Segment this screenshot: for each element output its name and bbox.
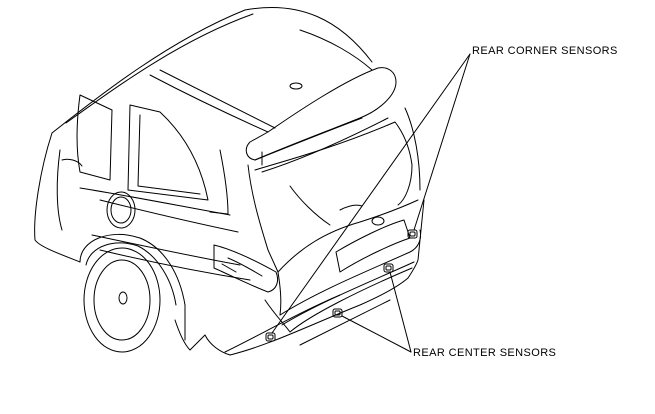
sensor-rear-corner-left xyxy=(265,332,276,342)
sensor-rear-center-right xyxy=(383,263,394,273)
tailgate xyxy=(247,107,421,316)
left-taillight xyxy=(213,244,279,293)
label-rear-corner-sensors: REAR CORNER SENSORS xyxy=(472,45,618,57)
leader-lines-center xyxy=(341,271,412,353)
rear-wheel xyxy=(79,234,206,353)
side-windows xyxy=(76,94,229,215)
leader-lines-corner xyxy=(271,53,471,334)
label-rear-center-sensors: REAR CENTER SENSORS xyxy=(413,347,557,359)
sensor-rear-corner-right xyxy=(407,229,418,239)
rear-spoiler xyxy=(245,67,397,166)
body-side xyxy=(34,132,251,281)
rear-bumper xyxy=(204,199,425,356)
roof-outline xyxy=(51,6,373,134)
sensor-rear-center-left xyxy=(332,308,343,318)
